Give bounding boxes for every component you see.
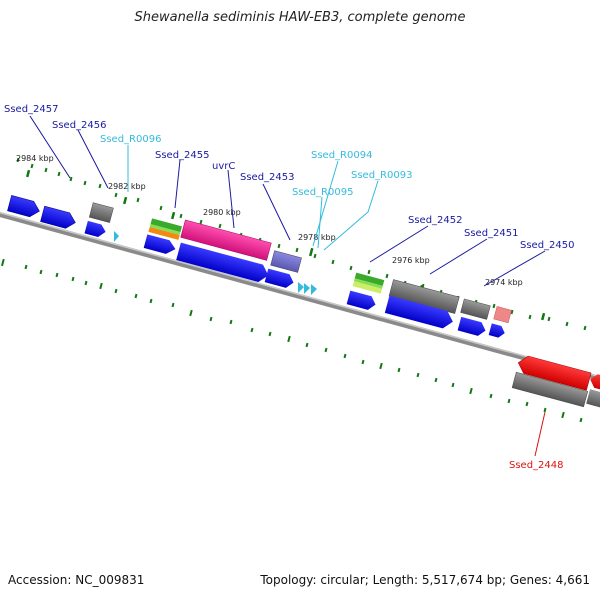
gene-ssed-2455-green[interactable] bbox=[148, 218, 183, 240]
gene-ssed-2450[interactable] bbox=[493, 306, 512, 324]
rna-triplet[interactable] bbox=[298, 282, 317, 295]
gene-ssed-2455-blue[interactable] bbox=[143, 234, 178, 256]
rna-ssed-r0096[interactable] bbox=[114, 231, 119, 242]
gene-red-edge[interactable] bbox=[588, 373, 600, 392]
kbp-label: 2980 kbp bbox=[203, 208, 241, 217]
gene-small-blue-c[interactable] bbox=[346, 290, 378, 312]
gene-small-blue-b[interactable] bbox=[264, 268, 296, 290]
kbp-label: 2984 kbp bbox=[16, 154, 54, 163]
kbp-label: 2976 kbp bbox=[392, 256, 430, 265]
tick-row-bottom bbox=[0, 258, 583, 423]
label-ssed-2457[interactable]: Ssed_2457 bbox=[4, 104, 59, 115]
gene-grey-small[interactable] bbox=[460, 298, 491, 320]
map-title: Shewanella sediminis HAW-EB3, complete g… bbox=[134, 10, 466, 25]
kbp-label: 2978 kbp bbox=[298, 233, 336, 242]
gene-uvrc[interactable] bbox=[180, 219, 272, 261]
label-ssed-2453[interactable]: Ssed_2453 bbox=[240, 172, 295, 183]
label-ssed-2448[interactable]: Ssed_2448 bbox=[509, 460, 564, 471]
gene-grey-2456b[interactable] bbox=[88, 202, 114, 223]
label-ssed-2450[interactable]: Ssed_2450 bbox=[520, 240, 575, 251]
gene-grey-reverse-edge[interactable] bbox=[586, 389, 600, 409]
leader-lines bbox=[29, 115, 546, 457]
gene-ssed-2457[interactable] bbox=[7, 195, 41, 218]
backbone-track bbox=[0, 209, 600, 384]
gene-ssed-2456[interactable] bbox=[40, 205, 77, 230]
gene-ssed-2452-green[interactable] bbox=[352, 272, 385, 294]
kbp-label: 2974 kbp bbox=[485, 278, 523, 287]
gene-small-blue-a[interactable] bbox=[84, 220, 107, 239]
label-ssed-2456[interactable]: Ssed_2456 bbox=[52, 120, 107, 131]
gene-ssed-2448[interactable] bbox=[516, 354, 592, 391]
gene-ssed-2453[interactable] bbox=[270, 250, 302, 273]
gene-long-blue[interactable] bbox=[176, 242, 270, 284]
gene-blue-d[interactable] bbox=[384, 295, 455, 331]
genome-summary-text: Topology: circular; Length: 5,517,674 bp… bbox=[260, 573, 590, 587]
label-ssed-r0094[interactable]: Ssed_R0094 bbox=[311, 150, 372, 161]
label-ssed-r0096[interactable]: Ssed_R0096 bbox=[100, 134, 161, 145]
label-ssed-2452[interactable]: Ssed_2452 bbox=[408, 215, 463, 226]
label-ssed-r0093[interactable]: Ssed_R0093 bbox=[351, 170, 412, 181]
gene-blue-f[interactable] bbox=[488, 323, 507, 338]
gene-grey-reverse[interactable] bbox=[511, 371, 589, 408]
label-ssed-2455[interactable]: Ssed_2455 bbox=[155, 150, 210, 161]
gene-blue-e[interactable] bbox=[457, 316, 488, 338]
kbp-label: 2982 kbp bbox=[108, 182, 146, 191]
label-uvrc[interactable]: uvrC bbox=[212, 161, 235, 172]
label-ssed-2451[interactable]: Ssed_2451 bbox=[464, 228, 519, 239]
label-ssed-r0095[interactable]: Ssed_R0095 bbox=[292, 187, 353, 198]
accession-text: Accession: NC_009831 bbox=[8, 573, 145, 587]
